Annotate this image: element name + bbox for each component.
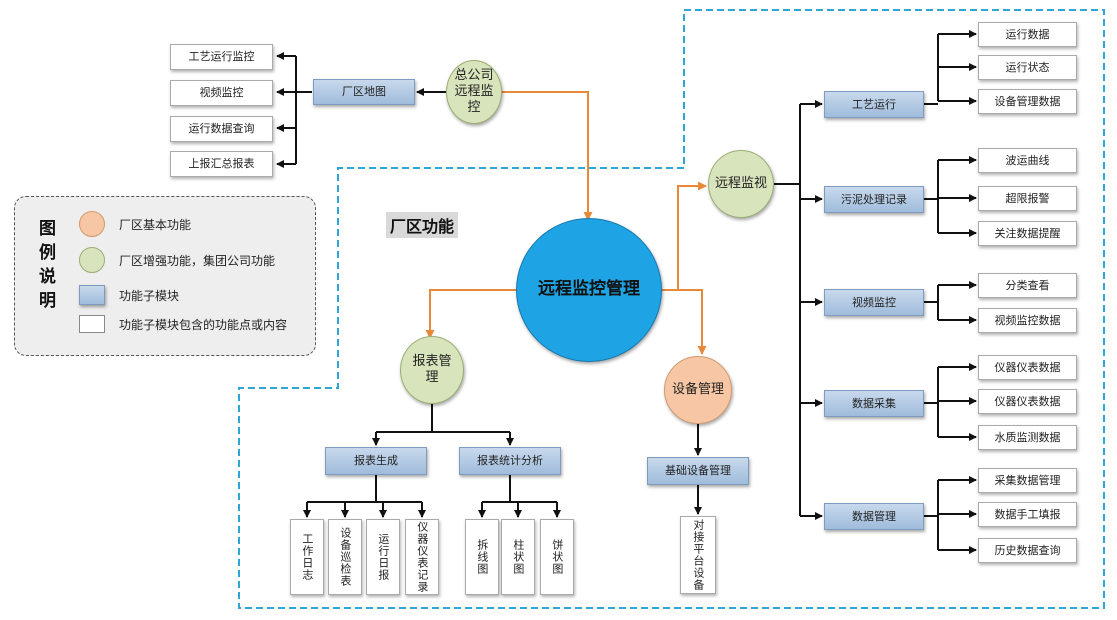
remote-point: 波运曲线	[978, 148, 1077, 173]
remote-module: 污泥处理记录	[824, 186, 924, 213]
orange-connectors	[425, 91, 707, 355]
report-stats-module: 报表统计分析	[459, 447, 561, 475]
remote-module: 工艺运行	[824, 91, 924, 118]
remote-point: 采集数据管理	[978, 468, 1077, 493]
remote-module: 数据采集	[824, 390, 924, 417]
black-connectors	[276, 30, 977, 554]
remote-point: 历史数据查询	[978, 538, 1077, 563]
remote-point: 超限报警	[978, 186, 1077, 211]
remote-point: 视频监控数据	[978, 308, 1077, 333]
legend-label: 厂区基本功能	[119, 217, 192, 232]
factory-area-label: 厂区功能	[386, 212, 459, 238]
legend-label: 厂区增强功能，集团公司功能	[119, 253, 276, 268]
report-stats-point: 饼状图	[540, 519, 574, 595]
legend-title: 图例说明	[39, 219, 56, 311]
hq-point: 上报汇总报表	[170, 151, 273, 177]
hq-point: 视频监控	[170, 80, 273, 106]
orange-circle-swatch	[79, 211, 105, 237]
report-gen-point: 运行日报	[366, 519, 400, 595]
remote-point: 运行数据	[978, 22, 1077, 47]
legend-item-point: 功能子模块包含的功能点或内容	[79, 315, 287, 333]
hq-map-module: 厂区地图	[313, 79, 415, 105]
legend-item-basic: 厂区基本功能	[79, 211, 191, 237]
point-swatch	[79, 315, 105, 333]
remote-point: 分类查看	[978, 273, 1077, 298]
factory-area-boundary	[238, 9, 1105, 609]
legend-label: 功能子模块包含的功能点或内容	[119, 317, 288, 332]
device-base-module: 基础设备管理	[647, 457, 749, 485]
legend: 图例说明 厂区基本功能 厂区增强功能，集团公司功能 功能子模块 功能子模块包含的…	[14, 196, 316, 356]
remote-view-circle: 远程监视	[708, 150, 774, 218]
remote-point: 设备管理数据	[978, 89, 1077, 114]
report-stats-point: 拆线图	[465, 519, 499, 595]
device-mgmt-circle: 设备管理	[664, 356, 732, 424]
legend-label: 功能子模块	[119, 288, 180, 303]
report-gen-module: 报表生成	[325, 447, 427, 475]
hq-point: 运行数据查询	[170, 116, 273, 142]
report-gen-point: 仪器仪表记录	[405, 519, 439, 595]
remote-point: 关注数据提醒	[978, 221, 1077, 246]
hq-point: 工艺运行监控	[170, 44, 273, 70]
remote-module: 视频监控	[824, 289, 924, 316]
report-gen-point: 工作日志	[290, 519, 324, 595]
remote-point: 运行状态	[978, 55, 1077, 80]
green-circle-swatch	[79, 247, 105, 273]
hq-monitor-circle: 总公司远程监控	[446, 60, 502, 124]
report-gen-point: 设备巡检表	[328, 519, 362, 595]
remote-point: 水质监测数据	[978, 425, 1077, 450]
device-point: 对接平台设备	[680, 516, 716, 594]
legend-item-enhanced: 厂区增强功能，集团公司功能	[79, 247, 275, 273]
report-stats-point: 柱状图	[501, 519, 535, 595]
legend-item-module: 功能子模块	[79, 285, 179, 305]
remote-point: 仪器仪表数据	[978, 355, 1077, 380]
report-mgmt-circle: 报表管理	[400, 336, 464, 404]
remote-point: 数据手工填报	[978, 502, 1077, 527]
center-node: 远程监控管理	[516, 218, 662, 362]
remote-point: 仪器仪表数据	[978, 389, 1077, 414]
remote-module: 数据管理	[824, 503, 924, 530]
module-swatch	[79, 285, 105, 305]
